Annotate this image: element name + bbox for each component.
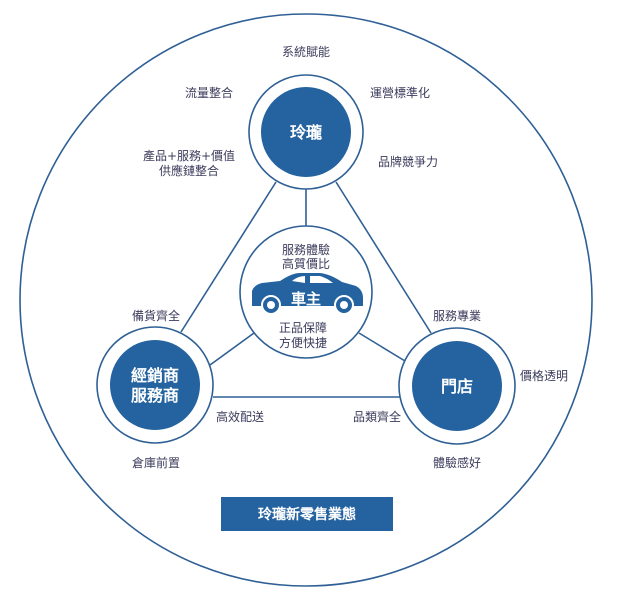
label-supply-line2: 供應鏈整合 bbox=[159, 163, 219, 178]
label-experience: 體驗感好 bbox=[433, 455, 481, 470]
node-ring bbox=[398, 327, 516, 445]
node-label-line1: 經銷商 bbox=[131, 366, 179, 385]
label-category: 品類齊全 bbox=[353, 409, 401, 424]
label-price: 價格透明 bbox=[520, 368, 568, 383]
node-car-owner: 服務體驗 高質價比 車主 正品保障 方便快捷 bbox=[239, 225, 373, 359]
node-distributor: 經銷商 服務商 bbox=[96, 326, 214, 444]
label-stock: 備貨齊全 bbox=[132, 308, 180, 323]
node-linglong: 玲瓏 bbox=[248, 74, 364, 190]
label-warehouse: 倉庫前置 bbox=[132, 455, 180, 470]
label-system: 系統賦能 bbox=[282, 45, 330, 59]
line-top-left bbox=[180, 181, 277, 333]
connectors bbox=[180, 181, 432, 398]
node-fill bbox=[261, 87, 351, 177]
outer-circle bbox=[19, 13, 593, 587]
node-label: 玲瓏 bbox=[290, 123, 322, 142]
labels: 系統賦能 流量整合 運營標準化 產品+服務+價值 供應鏈整合 品牌競爭力 備貨齊… bbox=[132, 45, 568, 470]
line-top-right bbox=[335, 181, 432, 334]
node-fill bbox=[110, 340, 200, 430]
car-owner-label: 車主 bbox=[291, 290, 321, 308]
banner-title: 玲瓏新零售業態 bbox=[258, 506, 356, 523]
node-label: 門店 bbox=[441, 377, 473, 396]
node-ring bbox=[96, 326, 214, 444]
node-fill bbox=[412, 341, 502, 431]
label-delivery: 高效配送 bbox=[216, 409, 264, 424]
label-service: 服務專業 bbox=[433, 309, 481, 323]
node-ring bbox=[248, 74, 364, 190]
label-brand: 品牌競爭力 bbox=[378, 154, 438, 169]
center-label: 方便快捷 bbox=[279, 335, 327, 350]
car-icon bbox=[252, 273, 363, 315]
banner: 玲瓏新零售業態 bbox=[221, 497, 393, 531]
center-circle bbox=[239, 225, 373, 359]
center-label: 高質價比 bbox=[282, 256, 330, 271]
line-center-left bbox=[209, 332, 255, 366]
label-traffic: 流量整合 bbox=[185, 85, 233, 100]
node-label-line2: 服務商 bbox=[131, 386, 179, 405]
line-center-right bbox=[358, 332, 406, 362]
label-supply-line1: 產品+服務+價值 bbox=[143, 148, 235, 163]
center-label: 正品保障 bbox=[279, 320, 327, 335]
node-store: 門店 bbox=[398, 327, 516, 445]
center-label: 服務體驗 bbox=[282, 243, 330, 257]
banner-bg bbox=[221, 497, 393, 531]
label-operations: 運營標準化 bbox=[370, 85, 430, 100]
